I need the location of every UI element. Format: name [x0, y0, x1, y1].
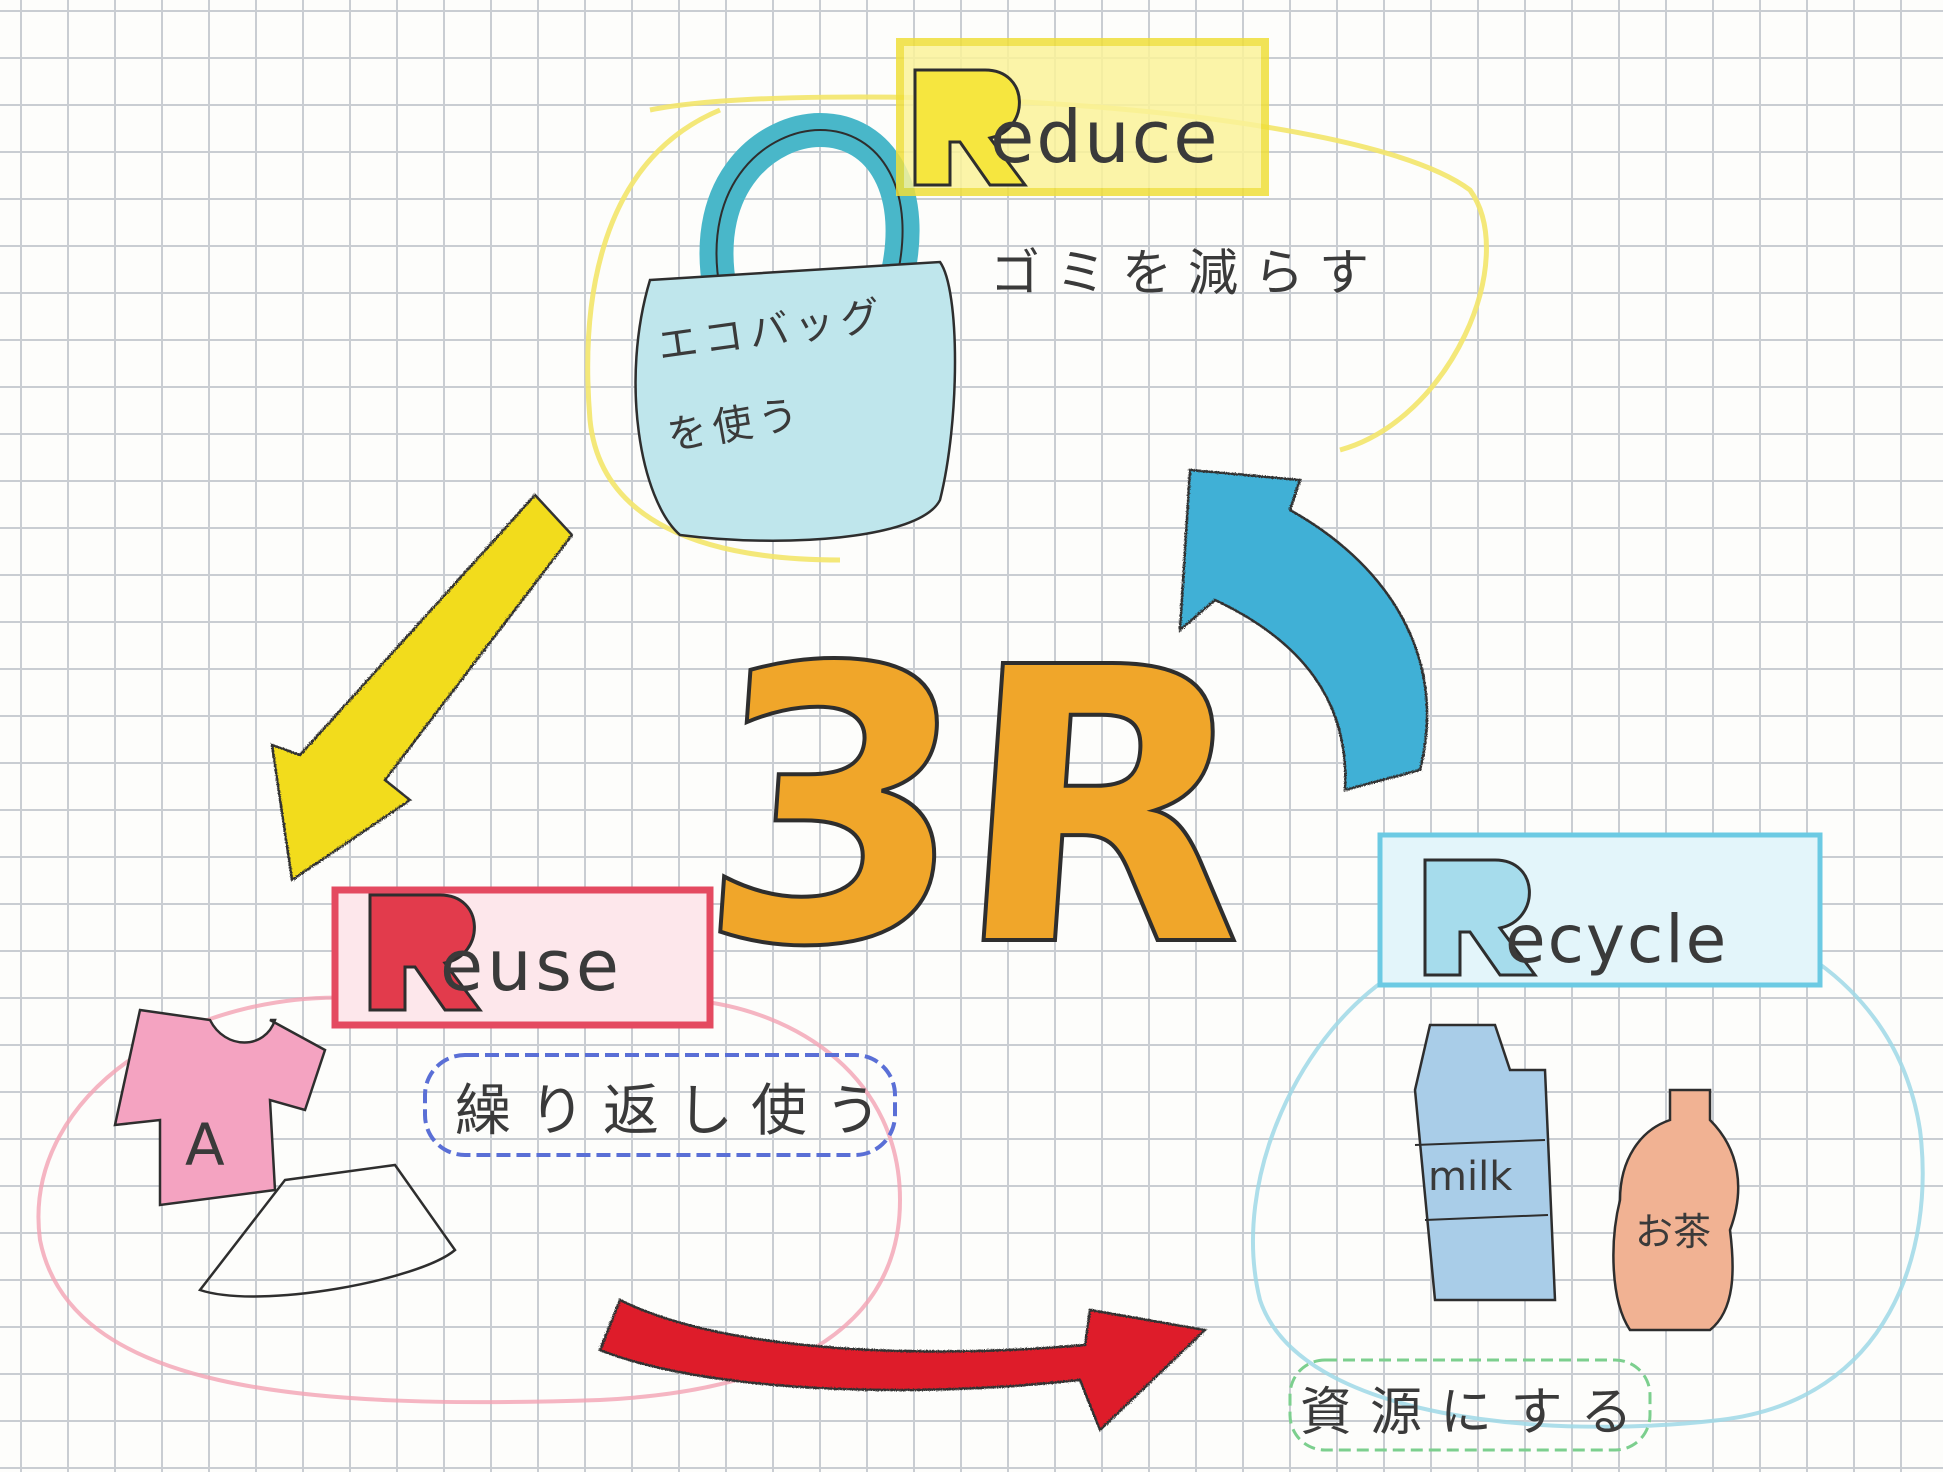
reduce-title-rest: educe — [990, 95, 1220, 179]
tea-label: お茶 — [1635, 1210, 1711, 1254]
reuse-title-rest: euse — [440, 925, 623, 1007]
milk-carton-icon — [1413, 1023, 1557, 1302]
recycle-big-r — [1423, 858, 1538, 977]
recycle-title-rest: ecycle — [1505, 901, 1728, 978]
tea-bottle-icon — [1612, 1088, 1740, 1332]
yellow-arrow — [270, 493, 574, 883]
recycle-meaning: 資源にする — [1300, 1383, 1651, 1443]
recycle-circle — [1251, 938, 1925, 1429]
reuse-big-r — [368, 893, 483, 1012]
blue-arrow — [1178, 468, 1429, 792]
tshirt-icon — [113, 1008, 327, 1207]
tshirt-letter: A — [185, 1111, 225, 1179]
recycle-meaning-cloud — [1288, 1358, 1652, 1452]
center-3r: 3R — [688, 587, 1258, 1029]
reduce-circle — [585, 94, 1489, 563]
reduce-big-r — [913, 68, 1028, 187]
reuse-meaning-cloud — [423, 1053, 897, 1157]
red-arrow — [598, 1298, 1208, 1433]
reuse-meaning: 繰り返し使う — [455, 1079, 899, 1144]
skirt-icon — [197, 1163, 457, 1298]
reduce-meaning: ゴミを減らす — [990, 244, 1385, 302]
eco-bag-icon — [634, 112, 957, 542]
reuse-circle — [36, 995, 903, 1405]
milk-label: milk — [1428, 1154, 1513, 1200]
